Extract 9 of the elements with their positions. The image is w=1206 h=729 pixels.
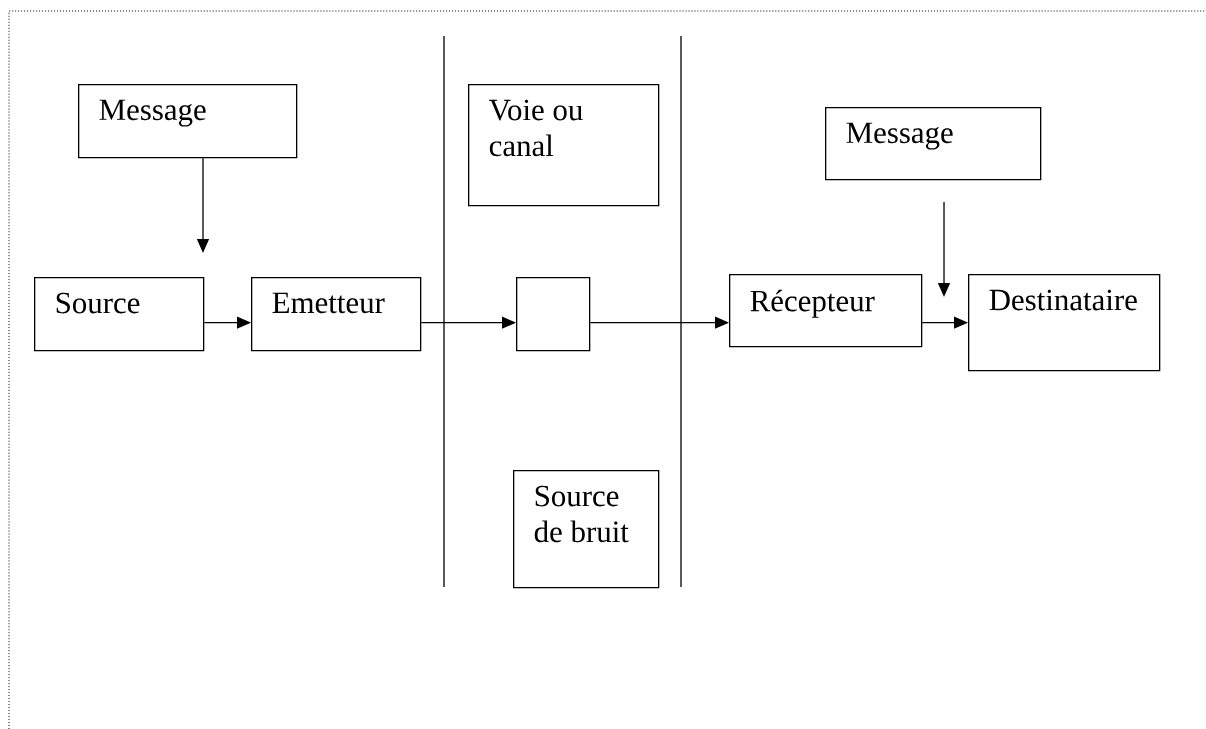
channel-box: Voie ou canal <box>468 84 660 207</box>
source-box: Source <box>34 277 205 352</box>
channel-box <box>516 277 591 352</box>
message-box: Message <box>78 84 298 159</box>
noise-source-box: Source de bruit <box>513 470 660 589</box>
emitter-box: Emetteur <box>251 277 422 352</box>
message-box: Message <box>825 107 1042 181</box>
receiver-box: Récepteur <box>729 274 923 348</box>
destination-box: Destinataire <box>968 274 1161 372</box>
